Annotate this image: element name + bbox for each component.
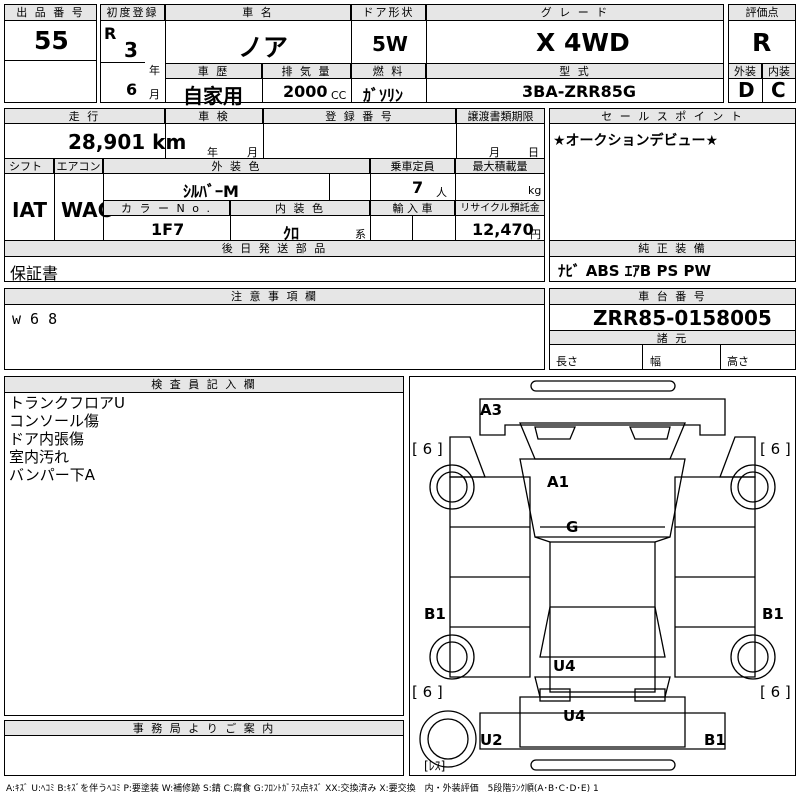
inspector-line: トランクフロアU [9, 394, 125, 412]
aircon-label: エアコン [54, 158, 103, 174]
legend-text: A:ｷｽﾞ U:ﾍｺﾐ B:ｷｽﾞを伴うﾍｺﾐ P:要塗装 W:補修跡 S:錆 … [6, 784, 599, 794]
first-reg-era: R [104, 24, 117, 43]
sales-point-value: ★オークションデビュー★ [553, 133, 719, 149]
car-diagram: A3 A1 G B1 B1 U4 U4 U2 B1 [ 6 ] [ 6 ] [ … [409, 376, 796, 776]
max-load-label: 最大積載量 [455, 158, 545, 174]
later-parts-label: 後 日 発 送 部 品 [4, 240, 545, 257]
inspection-month-unit: 月 [247, 146, 258, 159]
first-reg-year-unit: 年 [149, 64, 160, 77]
first-reg-month-unit: 月 [149, 88, 160, 101]
spec-length-label: 長さ [556, 355, 578, 368]
inspector-line: コンソール傷 [9, 412, 100, 430]
history-label: 車 歴 [165, 63, 262, 79]
mark-a1: A1 [547, 473, 570, 491]
inspection-label: 車 検 [165, 108, 263, 124]
notes-value: w 6 8 [12, 310, 58, 328]
score-label: 評価点 [728, 4, 796, 21]
mark-u4-bottom: U4 [563, 707, 586, 725]
fuel-value: ｶﾞｿﾘﾝ [363, 86, 404, 105]
ext-color-label: 外 装 色 [103, 158, 370, 174]
tire-front-right: [ 6 ] [760, 440, 791, 458]
notes-label: 注 意 事 項 欄 [4, 288, 545, 305]
interior-value: C [771, 78, 786, 102]
tire-rear-right: [ 6 ] [760, 683, 791, 701]
shift-value: IAT [12, 198, 48, 222]
transfer-month-unit: 月 [489, 146, 500, 159]
first-reg-label: 初度登録 [100, 4, 165, 21]
car-diagram-svg [419, 380, 776, 771]
transfer-day-unit: 日 [528, 146, 539, 159]
tire-front-left: [ 6 ] [412, 440, 443, 458]
displacement-unit: CC [331, 89, 347, 102]
int-color-label: 内 装 色 [230, 200, 370, 216]
later-parts-value: 保証書 [10, 264, 59, 283]
spec-height-label: 高さ [727, 355, 749, 368]
sales-point-label: セ ー ル ス ポ イ ン ト [549, 108, 796, 124]
mark-b1-rear: B1 [704, 731, 726, 749]
lot-number-label: 出 品 番 号 [4, 4, 97, 21]
color-no-value: 1F7 [151, 220, 185, 239]
grade-value: X 4WD [536, 28, 630, 57]
transfer-label: 譲渡書類期限 [456, 108, 545, 124]
first-reg-month: 6 [126, 80, 138, 99]
spec-label: 諸 元 [549, 330, 796, 345]
chassis-value: ZRR85-0158005 [593, 306, 772, 330]
max-load-unit: kg [528, 184, 542, 197]
mark-g: G [566, 518, 579, 536]
door-value: 5W [372, 32, 408, 56]
inspector-line: バンパー下A [9, 466, 96, 484]
shift-label: シフト [4, 158, 54, 174]
capacity-unit: 人 [436, 186, 447, 199]
interior-label: 内装 [762, 63, 796, 79]
int-color-unit: 系 [355, 228, 366, 241]
color-no-label: カ ラ ー N o . [103, 200, 230, 216]
displacement-value: 2000 [283, 82, 328, 101]
grade-label: グ レ ー ド [426, 4, 724, 21]
model-label: 型 式 [426, 63, 724, 79]
ext-color-value: ｼﾙﾊﾞｰM [183, 182, 239, 201]
displacement-label: 排 気 量 [262, 63, 351, 79]
mileage-value: 28,901 km [68, 130, 187, 154]
history-value: 自家用 [183, 84, 243, 108]
int-color-value: ｸﾛ [283, 224, 300, 243]
spec-width-label: 幅 [650, 355, 661, 368]
first-reg-year: 3 [124, 38, 138, 62]
inspector-line: 室内汚れ [9, 448, 70, 466]
car-name-value: ノア [238, 33, 289, 62]
inspector-notes: トランクフロアU コンソール傷 ドア内張傷 室内汚れ バンパー下A [9, 394, 125, 484]
lot-number-value: 55 [34, 26, 69, 55]
fuel-label: 燃 料 [351, 63, 426, 79]
equipment-value: ﾅﾋﾞ ABS ｴｱB PS PW [558, 262, 712, 280]
tire-rear-left: [ 6 ] [412, 683, 443, 701]
mark-a3: A3 [480, 401, 503, 419]
office-label: 事 務 局 よ り ご 案 内 [4, 720, 404, 736]
spare-tire-label: [ﾚｽ] [424, 759, 446, 773]
door-label: ドア形状 [351, 4, 426, 21]
score-value: R [752, 28, 772, 57]
mark-b1-left: B1 [424, 605, 446, 623]
capacity-value: 7 [412, 178, 424, 197]
exterior-label: 外装 [728, 63, 762, 79]
mark-b1-right: B1 [762, 605, 784, 623]
mark-u2: U2 [480, 731, 503, 749]
recycle-unit: 円 [530, 228, 541, 241]
car-name-label: 車 名 [165, 4, 351, 21]
inspector-line: ドア内張傷 [9, 430, 85, 448]
recycle-value: 12,470 [472, 220, 534, 239]
capacity-label: 乗車定員 [370, 158, 455, 174]
mileage-label: 走 行 [4, 108, 165, 124]
inspector-label: 検 査 員 記 入 欄 [4, 376, 404, 393]
equipment-label: 純 正 装 備 [549, 240, 796, 257]
mark-u4-top: U4 [553, 657, 576, 675]
inspection-year-unit: 年 [207, 146, 218, 159]
recycle-label: リサイクル預託金 [455, 200, 545, 216]
model-value: 3BA-ZRR85G [522, 82, 636, 101]
chassis-label: 車 台 番 号 [549, 288, 796, 305]
exterior-value: D [738, 78, 755, 102]
import-label: 輸 入 車 [370, 200, 455, 216]
reg-number-label: 登 録 番 号 [263, 108, 456, 124]
